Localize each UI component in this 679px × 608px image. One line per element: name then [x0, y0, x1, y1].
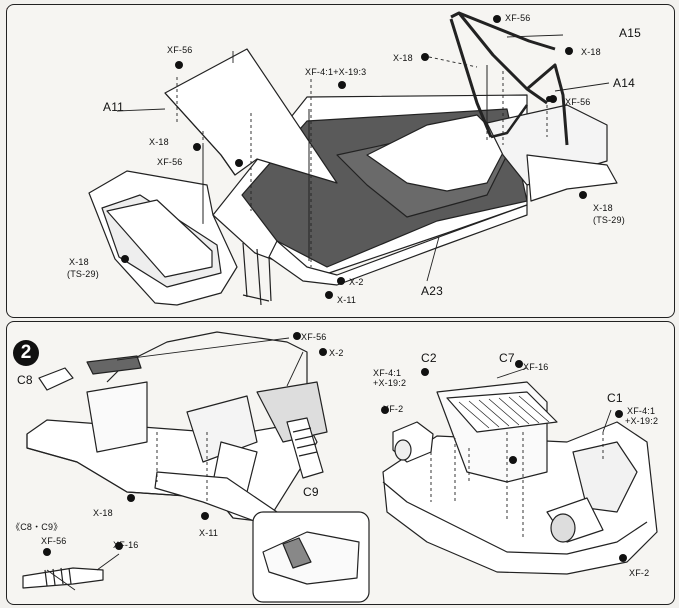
label-ts29-right: (TS-29): [593, 215, 625, 225]
label-mix-left-a: XF-4:1: [373, 368, 402, 378]
label-xf56-left: XF-56: [157, 157, 183, 167]
label-xf56-top: XF-56: [505, 13, 531, 23]
label-mix-right-b: +X-19:2: [625, 416, 659, 426]
label-xf2-left: XF-2: [383, 404, 404, 414]
label-xf16-step2: XF-16: [523, 362, 549, 372]
label-x18-right-top2: X-18: [581, 47, 601, 57]
part-label-a23: A23: [421, 284, 443, 298]
label-paint-mix: XF-4:1+X-19:3: [305, 67, 367, 77]
label-sub-xf16: XF-16: [113, 540, 139, 550]
sub-detail-title: 《C8・C9》: [11, 522, 63, 532]
label-xf56-step2: XF-56: [301, 332, 327, 342]
label-xf56-right: XF-56: [565, 97, 591, 107]
label-xf2-right: XF-2: [629, 568, 650, 578]
label-x18-right-top: X-18: [393, 53, 413, 63]
step1-panel: XF-56 A11 X-18 XF-56 XF-4:1+X-19:3 X-18 …: [6, 4, 675, 318]
part-label-c1: C1: [607, 391, 623, 405]
part-label-c2: C2: [421, 351, 437, 365]
part-label-c9: C9: [303, 485, 319, 499]
part-label-c8: C8: [17, 373, 33, 387]
label-mix-right-a: XF-4:1: [627, 406, 656, 416]
label-ts29-left: (TS-29): [67, 269, 99, 279]
label-x18-step2: X-18: [93, 508, 113, 518]
label-sub-xf56: XF-56: [41, 536, 67, 546]
label-x18-left: X-18: [149, 137, 169, 147]
part-label-a14: A14: [613, 76, 635, 90]
label-x11-step2: X-11: [199, 528, 219, 538]
label-mix-left-b: +X-19:2: [373, 378, 407, 388]
step2-assembly-drawing: [22, 331, 658, 603]
step-number-badge: 2: [13, 340, 39, 366]
label-x11: X-11: [337, 295, 357, 305]
part-label-c7: C7: [499, 351, 515, 365]
label-x2: X-2: [349, 277, 364, 287]
step2-panel: 2: [6, 321, 675, 605]
label-xf56-top-left: XF-56: [167, 45, 193, 55]
label-x18-ts29-right: X-18: [593, 203, 613, 213]
part-label-a15: A15: [619, 26, 641, 40]
label-x18-ts29-left: X-18: [69, 257, 89, 267]
part-label-a11: A11: [103, 100, 125, 114]
step1-assembly-drawing: [88, 11, 618, 306]
label-x2-step2: X-2: [329, 348, 344, 358]
